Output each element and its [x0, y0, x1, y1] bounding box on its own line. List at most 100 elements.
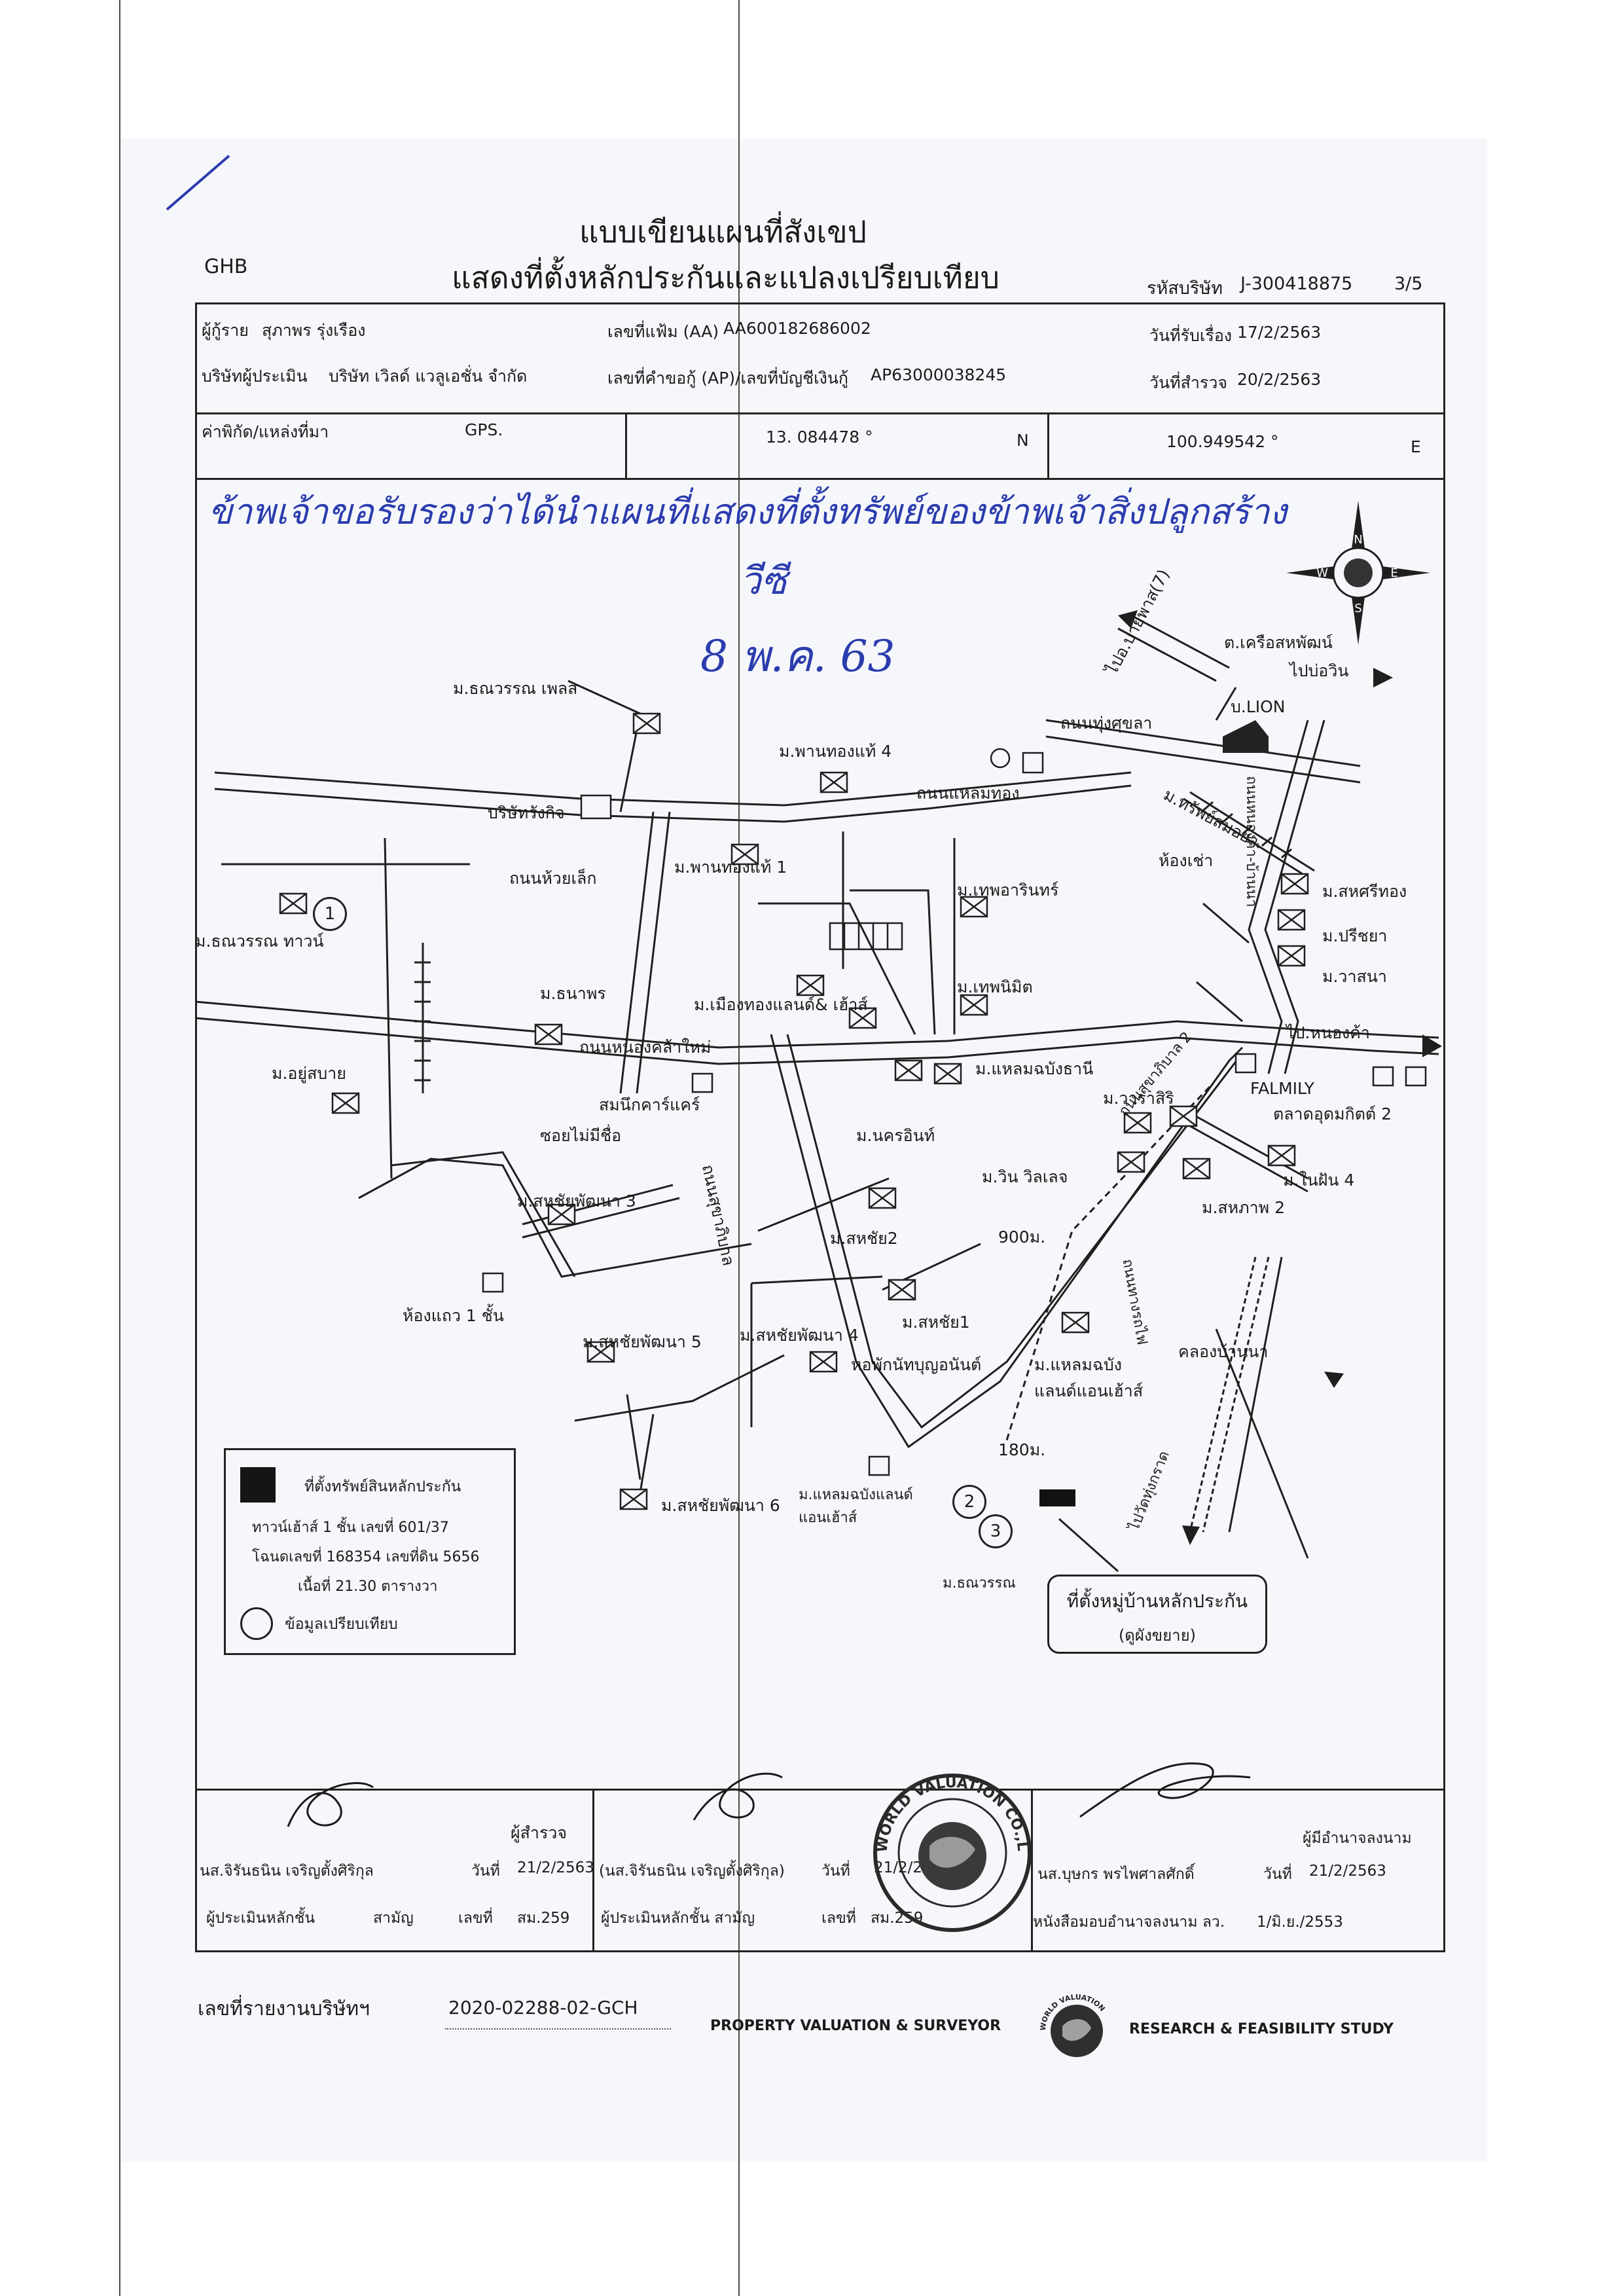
check-mark [166, 155, 230, 211]
legend-subject-desc-1: ทาวน์เฮ้าส์ 1 ชั้น เลขที่ 601/37 [252, 1520, 449, 1536]
map-label: ห้องเช่า [1159, 851, 1214, 870]
file-no-value: AA600182686002 [723, 319, 871, 338]
map-label: ม.ในฝัน 4 [1283, 1171, 1355, 1190]
map-label: ม.สหชัย2 [830, 1229, 898, 1248]
center-fold-line [738, 0, 740, 2296]
map-label: สมนึกคาร์แคร์ [599, 1095, 700, 1114]
map-label: ม.แหลมฉบังธานี [975, 1059, 1094, 1078]
left-fold-line [119, 0, 120, 2296]
compass-w: W [1316, 566, 1328, 580]
map-label: ม.วาราสิริ [1103, 1089, 1174, 1108]
map-label: ม.พานทองแท้ 1 [674, 858, 787, 877]
map-label: คลองบ้านนา [1178, 1342, 1269, 1361]
longitude-dir: E [1411, 437, 1421, 456]
map-legend: ที่ตั้งทรัพย์สินหลักประกัน ทาวน์เฮ้าส์ 1… [224, 1448, 516, 1655]
map-label: ถนนหนองคล้าใหม่ [579, 1038, 712, 1057]
handwritten-certification: ข้าพเจ้าขอรับรองว่าได้นำแผนที่แสดงที่ตั้… [208, 491, 1287, 532]
map-label: หอพักนัทบุญอนันต์ [851, 1355, 982, 1374]
comparable-3-marker: 3 [979, 1514, 1013, 1548]
surveyor-no-label: เลขที่ [458, 1910, 493, 1927]
compass-rose-icon: N W E S [1286, 501, 1430, 645]
report-no-label: เลขที่รายงานบริษัทฯ [198, 1997, 370, 2020]
appraiser-name: (นส.จิรันธนิน เจริญตั้งศิริกุล) [599, 1863, 785, 1880]
map-label: 900ม. [998, 1228, 1046, 1247]
map-label: ม.วาสนา [1322, 967, 1387, 986]
map-label: ต.เครือสหพัฒน์ [1224, 633, 1333, 652]
company-code: J-300418875 [1240, 274, 1353, 294]
survey-date-label: วันที่สำรวจ [1149, 373, 1228, 392]
appraiser-company-value: บริษัท เวิลด์ แวลูเอชั่น จำกัด [329, 367, 528, 386]
compass-n: N [1354, 533, 1362, 547]
appraiser-signature [693, 1772, 783, 1821]
authority-label: หนังสือมอบอำนาจลงนาม ลว. [1033, 1914, 1225, 1931]
map-label: 180ม. [998, 1440, 1046, 1459]
map-label: ม.สหชัย1 [902, 1313, 970, 1332]
map-label: ม.สหศรีทอง [1322, 882, 1407, 901]
borrower-label: ผู้กู้ราย [202, 321, 249, 340]
comparable-legend-circle-icon [240, 1607, 273, 1640]
comparable-1-marker: 1 [313, 897, 347, 931]
map-label: ซอยไม่มีชื่อ [540, 1126, 622, 1145]
signature-col-2 [1031, 1789, 1033, 1952]
footer-left-service: PROPERTY VALUATION & SURVEYOR [710, 2018, 1001, 2034]
report-no-underline [445, 2028, 671, 2030]
legend-subject-label: ที่ตั้งทรัพย์สินหลักประกัน [304, 1478, 461, 1495]
signer-signature [1079, 1762, 1251, 1818]
signature-col-1 [592, 1789, 594, 1952]
map-label: ห้องแถว 1 ชั้น [403, 1306, 504, 1325]
coord-col-2 [1047, 412, 1049, 478]
title-line-1: แบบเขียนแผนที่สังเขป [579, 214, 867, 249]
org-code: GHB [204, 255, 248, 278]
signer-name: นส.บุษกร พรไพศาลศักดิ์ [1037, 1866, 1195, 1883]
map-label: ไป.หนองค้า [1286, 1023, 1370, 1042]
subject-legend-swatch [240, 1467, 276, 1503]
compass-s: S [1354, 602, 1361, 615]
map-label: ไปบ่อวิน [1289, 661, 1349, 680]
signer-date: 21/2/2563 [1309, 1863, 1386, 1880]
map-label: ตลาดอุดมกิตต์ 2 [1273, 1104, 1392, 1123]
surveyor-name: นส.จิรันธนิน เจริญตั้งศิริกุล [200, 1863, 374, 1880]
surveyor-no: สม.259 [517, 1910, 570, 1927]
appraiser-level-label: ผู้ประเมินหลักชั้น สามัญ [601, 1910, 755, 1927]
page-number: 3/5 [1394, 274, 1423, 294]
map-label: ถนนห้วยเล็ก [509, 869, 597, 888]
appraiser-no-label: เลขที่ [821, 1910, 856, 1927]
map-label: ม.สหชัยพัฒนา 4 [740, 1326, 859, 1345]
map-label: ม.ธณวรรณ เพลส [453, 679, 578, 698]
map-label: ม.ปรีชยา [1322, 926, 1388, 945]
coord-source: GPS. [465, 420, 503, 439]
signer-role: ผู้มีอำนาจลงนาม [1303, 1830, 1412, 1847]
map-label: ม.สหชัยพัฒนา 5 [583, 1332, 702, 1351]
comparable-2-marker: 2 [952, 1485, 986, 1519]
request-no-label: เลขที่คำขอกู้ (AP)/เลขที่บัญชีเงินกู้ [607, 369, 849, 388]
surveyor-level-label: ผู้ประเมินหลักชั้น [206, 1910, 315, 1927]
map-label: ม.เมืองทองแลนด์& เฮ้าส์ [694, 995, 868, 1014]
subject-marker-map [1039, 1489, 1075, 1506]
surveyor-date-label: วันที่ [471, 1863, 500, 1880]
longitude: 100.949542 ° [1166, 432, 1279, 451]
signature-divider [195, 1789, 1445, 1791]
received-label: วันที่รับเรื่อง [1149, 326, 1233, 345]
coord-divider [195, 478, 1445, 480]
form-frame [195, 302, 1445, 1952]
map-label: ม.แหลมฉบังแลนด์แอนเฮ้าส์ [799, 1487, 913, 1526]
survey-date-value: 20/2/2563 [1237, 370, 1322, 389]
map-label: ม.อยู่สบาย [272, 1064, 346, 1083]
footer-right-service: RESEARCH & FEASIBILITY STUDY [1129, 2021, 1394, 2037]
handwritten-initials: วีซี [740, 558, 787, 603]
company-code-label: รหัสบริษัท [1147, 278, 1223, 299]
surveyor-level: สามัญ [373, 1910, 414, 1927]
borrower-value: สุภาพร รุ่งเรือง [262, 321, 366, 340]
file-no-label: เลขที่แฟ้ม (AA) [607, 322, 719, 341]
map-label: ม.เทพอารินทร์ [957, 881, 1059, 900]
latitude: 13. 084478 ° [766, 428, 873, 446]
map-label: ม.สหชัยพัฒนา 3 [517, 1192, 636, 1211]
map-label: ถนนแหลมทอง [916, 784, 1020, 803]
handwritten-date: 8 พ.ค. 63 [700, 631, 895, 682]
map-label: ม.เทพนิมิต [957, 977, 1033, 996]
authority-date: 1/มิ.ย./2553 [1257, 1914, 1343, 1931]
map-label: ม.วิน วิลเลจ [982, 1167, 1068, 1186]
map-label: ม.ธณวรรณ [943, 1575, 1016, 1592]
legend-subject-desc-2: โฉนดเลขที่ 168354 เลขที่ดิน 5656 [252, 1549, 480, 1565]
received-value: 17/2/2563 [1237, 323, 1322, 342]
